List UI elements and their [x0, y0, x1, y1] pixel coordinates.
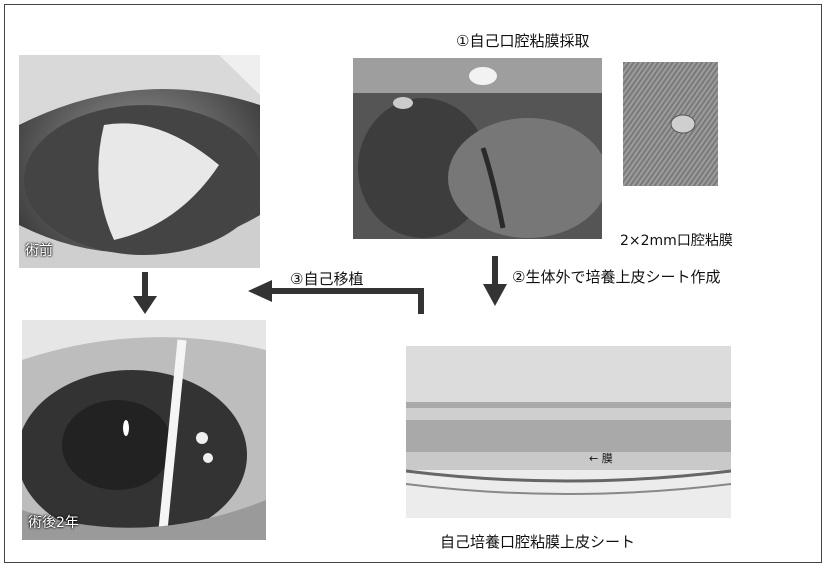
step1-label: ①自己口腔粘膜採取	[456, 30, 589, 51]
down-arrow-icon	[130, 270, 160, 316]
postop-eye-photo: 術後2年	[22, 320, 266, 540]
sheet-caption-label: 自己培養口腔粘膜上皮シート	[440, 531, 635, 552]
biopsy-sample-photo	[623, 62, 718, 186]
preop-eye-photo: 術前	[19, 55, 260, 268]
oral-mucosa-photo	[353, 58, 602, 239]
transplant-arrow-icon	[246, 278, 436, 318]
oral-mucosa-image	[353, 58, 602, 239]
culture-down-arrow-icon	[480, 256, 510, 308]
biopsy-size-label: 2×2mm口腔粘膜	[620, 230, 733, 250]
step2-label: ②生体外で培養上皮シート作成	[512, 266, 720, 287]
preop-eye-image	[19, 55, 260, 268]
basement-membrane-label: ← 膜	[589, 450, 613, 466]
postop-label: 術後2年	[28, 512, 79, 532]
cultured-sheet-image	[406, 346, 731, 518]
cultured-sheet-photo: ← 膜	[406, 346, 731, 518]
preop-label: 術前	[25, 240, 53, 260]
postop-eye-image	[22, 320, 266, 540]
biopsy-sample-image	[623, 62, 718, 186]
